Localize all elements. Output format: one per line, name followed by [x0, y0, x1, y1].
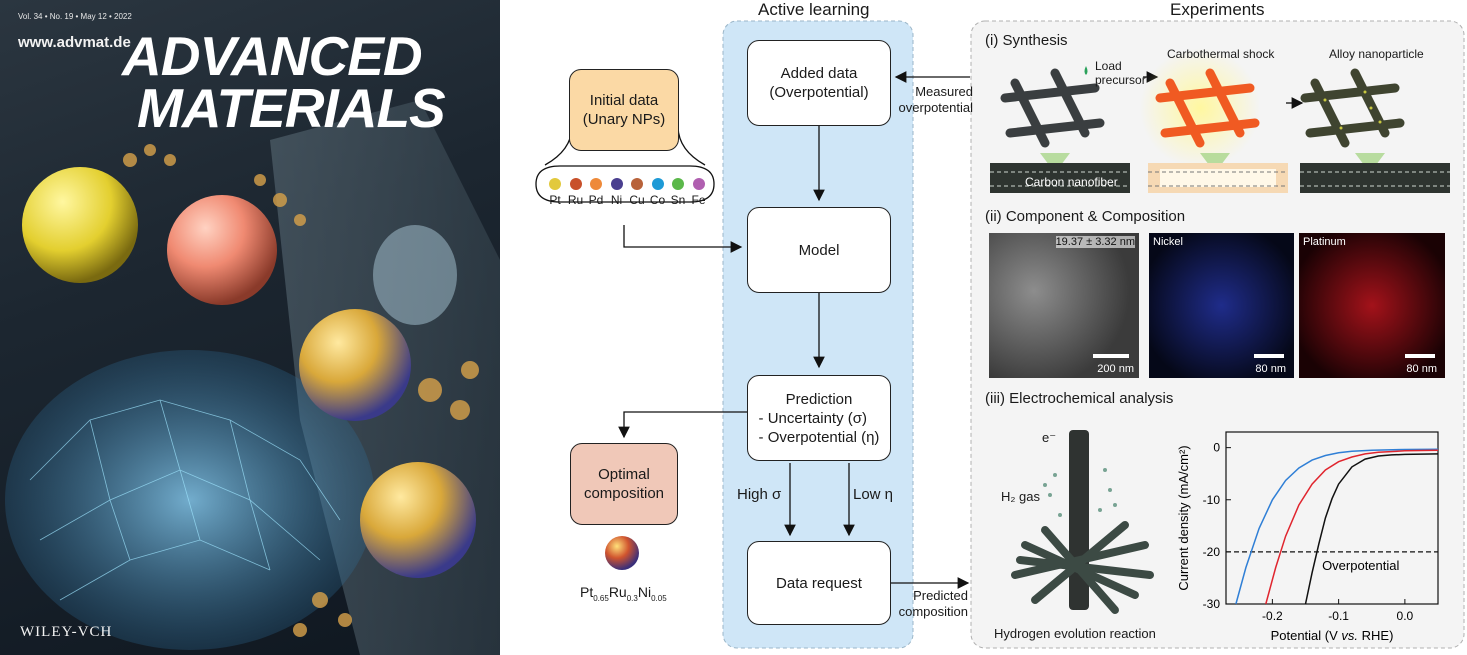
- formula-fraction: 0.65: [593, 593, 609, 603]
- element-name: Fe: [691, 193, 706, 207]
- y-tick-label: -10: [1203, 493, 1221, 507]
- nickel-map: Nickel 80 nm: [1149, 233, 1294, 378]
- series-line-3: [1304, 453, 1439, 605]
- element-name: Cu: [629, 193, 645, 207]
- model-box: Model: [747, 207, 891, 293]
- tem-size-label: 19.37 ± 3.32 nm: [1055, 236, 1135, 248]
- element-dot: [692, 178, 705, 190]
- element-name: Ru: [567, 193, 584, 207]
- series-line-1: [1235, 448, 1439, 605]
- carbothermal-shock-label: Carbothermal shock: [1167, 47, 1275, 61]
- alloy-nanoparticle-icon: [605, 536, 639, 570]
- formula-element: Ru: [608, 584, 627, 600]
- element-name: Co: [649, 193, 666, 207]
- element-dot: [672, 178, 684, 190]
- element-name: Sn: [670, 193, 686, 207]
- element-palette: [535, 165, 715, 203]
- alloy-nanoparticle-label: Alloy nanoparticle: [1329, 47, 1424, 61]
- element-pd: Pd: [586, 178, 606, 207]
- low-eta-label: Low η: [853, 486, 894, 503]
- platinum-scale-label: 80 nm: [1406, 363, 1437, 375]
- formula-element: Ni: [637, 584, 652, 600]
- platinum-map: Platinum 80 nm: [1299, 233, 1445, 378]
- cover-artwork: [5, 100, 500, 655]
- platinum-label: Platinum: [1303, 236, 1346, 248]
- tem-scale-bar: [1093, 354, 1129, 358]
- formula-fraction: 0.05: [651, 593, 667, 603]
- active-learning-title: Active learning: [758, 0, 870, 19]
- element-co: Co: [648, 178, 668, 207]
- cover-title-line2: MATERIALS: [137, 77, 446, 139]
- element-dot: [569, 178, 582, 190]
- synthesis-illustration: [990, 48, 1450, 193]
- x-axis-label-part: RHE): [1358, 628, 1393, 643]
- x-axis-label-part: Potential (V: [1271, 628, 1342, 643]
- formula-element: Pt: [580, 584, 594, 600]
- cover-issue-info: Vol. 34 • No. 19 • May 12 • 2022: [18, 12, 132, 21]
- x-tick-label: -0.2: [1262, 609, 1283, 623]
- x-tick-label: 0.0: [1397, 609, 1414, 623]
- element-name: Pt: [549, 193, 561, 207]
- element-sn: Sn: [668, 178, 688, 207]
- threshold-annotation: Overpotential: [1322, 558, 1399, 573]
- x-axis-label-part: vs.: [1341, 628, 1358, 643]
- cover-publisher: WILEY-VCH: [20, 624, 113, 640]
- data-request-box: Data request: [747, 541, 891, 625]
- platinum-scale-bar: [1405, 354, 1435, 358]
- formula-fraction: 0.3: [626, 593, 638, 603]
- optimal-formula: Pt0.65Ru0.3Ni0.05: [580, 584, 667, 603]
- element-list: Pt Ru Pd Ni Cu Co Sn Fe: [545, 178, 709, 208]
- series-line-2: [1265, 449, 1439, 605]
- element-dot: [610, 178, 623, 190]
- cover-url: www.advmat.de: [18, 34, 131, 51]
- element-ni: Ni: [607, 178, 627, 207]
- element-ru: Ru: [566, 178, 586, 207]
- plot-frame: [1225, 431, 1439, 605]
- active-learning-panel: [722, 20, 914, 649]
- cover-title-line1: ADVANCED: [122, 25, 423, 87]
- y-tick-label: -30: [1203, 597, 1221, 611]
- y-axis-label: Current density (mA/cm²): [1176, 445, 1191, 590]
- element-cu: Cu: [627, 178, 647, 207]
- tem-scale-label: 200 nm: [1097, 363, 1134, 375]
- element-dot: [651, 178, 664, 190]
- added-data-box: Added data(Overpotential): [747, 40, 891, 126]
- component-title: (ii) Component & Composition: [985, 208, 1186, 225]
- x-tick-label: -0.1: [1328, 609, 1349, 623]
- experiments-title: Experiments: [1170, 0, 1265, 19]
- element-dot: [549, 178, 561, 190]
- synthesis-title: (i) Synthesis: [985, 32, 1068, 49]
- her-label: Hydrogen evolution reaction: [994, 626, 1156, 641]
- x-axis-label: Potential (V vs. RHE): [1271, 628, 1394, 643]
- y-tick-label: 0: [1213, 441, 1220, 455]
- high-sigma-label: High σ: [737, 486, 782, 503]
- y-tick-label: -20: [1203, 545, 1221, 559]
- tem-image: 19.37 ± 3.32 nm 200 nm: [989, 233, 1139, 378]
- carbon-nanofiber-label: Carbon nanofiber: [1025, 175, 1118, 189]
- nickel-label: Nickel: [1153, 236, 1183, 248]
- element-dot: [631, 178, 643, 190]
- electro-title: (iii) Electrochemical analysis: [985, 390, 1174, 407]
- nickel-scale-label: 80 nm: [1255, 363, 1286, 375]
- prediction-box: Prediction- Uncertainty (σ)- Overpotenti…: [747, 375, 891, 461]
- element-dot: [590, 178, 602, 190]
- element-fe: Fe: [689, 178, 709, 207]
- her-illustration: [1011, 430, 1154, 614]
- element-pt: Pt: [545, 178, 565, 207]
- nickel-scale-bar: [1254, 354, 1284, 358]
- h2-gas-label: H₂ gas: [1001, 489, 1041, 504]
- electron-label: e⁻: [1042, 430, 1057, 445]
- journal-cover: Vol. 34 • No. 19 • May 12 • 2022 www.adv…: [0, 0, 500, 655]
- initial-data-box: Initial data(Unary NPs): [569, 69, 679, 151]
- element-name: Ni: [610, 193, 623, 207]
- element-name: Pd: [588, 193, 604, 207]
